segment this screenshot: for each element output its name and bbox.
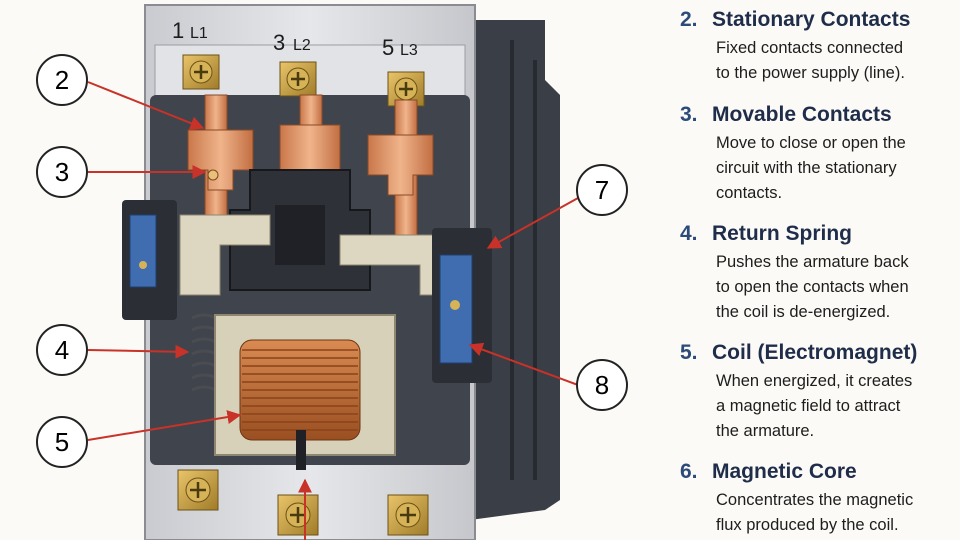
- terminal-label-3: 3: [273, 30, 285, 55]
- legend-item-movable-contacts: 3. Movable Contacts Move to close or open…: [680, 103, 955, 206]
- legend-title: Coil (Electromagnet): [712, 341, 918, 364]
- callout-4: 4: [36, 324, 88, 376]
- svg-text:4: 4: [55, 335, 69, 365]
- aux-contact-right: [432, 228, 492, 383]
- callout-arrows: [87, 81, 579, 540]
- contactor-diagram: 1 L1 3 L2 5 L3: [36, 4, 628, 540]
- svg-text:3: 3: [55, 157, 69, 187]
- legend-title: Magnetic Core: [712, 460, 857, 483]
- svg-text:5: 5: [55, 427, 69, 457]
- svg-text:2: 2: [55, 65, 69, 95]
- legend-description: Concentrates the magnetic flux produced …: [716, 491, 914, 534]
- top-screw-terminals: [182, 54, 425, 107]
- aux-contact-left: [122, 200, 177, 320]
- callouts: 2 3 4 5 7 8: [36, 54, 628, 468]
- legend-title: Stationary Contacts: [712, 8, 911, 31]
- magnetic-core: [296, 430, 306, 470]
- terminal-phase-1: L1: [190, 25, 208, 42]
- return-spring: [191, 313, 217, 392]
- legend-description: When energized, it creates a magnetic fi…: [716, 372, 913, 440]
- legend-item-magnetic-core: 6. Magnetic Core Concentrates the magneti…: [680, 460, 955, 538]
- callout-7: 7: [576, 164, 628, 216]
- svg-text:7: 7: [595, 175, 609, 205]
- terminal-phase-2: L2: [293, 37, 311, 54]
- legend-title: Return Spring: [712, 222, 852, 245]
- terminal-label-5: 5: [382, 35, 394, 60]
- callout-3: 3: [36, 146, 88, 198]
- callout-5: 5: [36, 416, 88, 468]
- legend-description: Pushes the armature back to open the con…: [716, 253, 909, 321]
- legend-title: Movable Contacts: [712, 103, 892, 126]
- legend-number: 3.: [680, 103, 698, 126]
- side-housing: [470, 20, 560, 520]
- coil: [239, 339, 361, 441]
- legend-item-coil: 5. Coil (Electromagnet) When energized, i…: [680, 341, 955, 444]
- armature-top: [275, 205, 325, 265]
- legend-item-return-spring: 4. Return Spring Pushes the armature back…: [680, 222, 955, 325]
- svg-text:8: 8: [595, 370, 609, 400]
- legend-description: Fixed contacts connected to the power su…: [716, 39, 905, 82]
- terminal-phase-3: L3: [400, 42, 418, 59]
- legend-description: Move to close or open the circuit with t…: [716, 134, 906, 202]
- top-terminal-labels: 1 L1 3 L2 5 L3: [172, 18, 418, 60]
- bottom-screw-terminals: [177, 469, 429, 536]
- legend-item-stationary-contacts: 2. Stationary Contacts Fixed contacts con…: [680, 8, 955, 86]
- legend-number: 6.: [680, 460, 698, 483]
- legend-number: 2.: [680, 8, 698, 31]
- legend-number: 5.: [680, 341, 698, 364]
- legend-number: 4.: [680, 222, 698, 245]
- legend-panel: 2. Stationary Contacts Fixed contacts con…: [680, 0, 955, 540]
- callout-2: 2: [36, 54, 88, 106]
- callout-8: 8: [576, 359, 628, 411]
- terminal-label-1: 1: [172, 18, 184, 43]
- side-housing-ribs: [510, 40, 537, 480]
